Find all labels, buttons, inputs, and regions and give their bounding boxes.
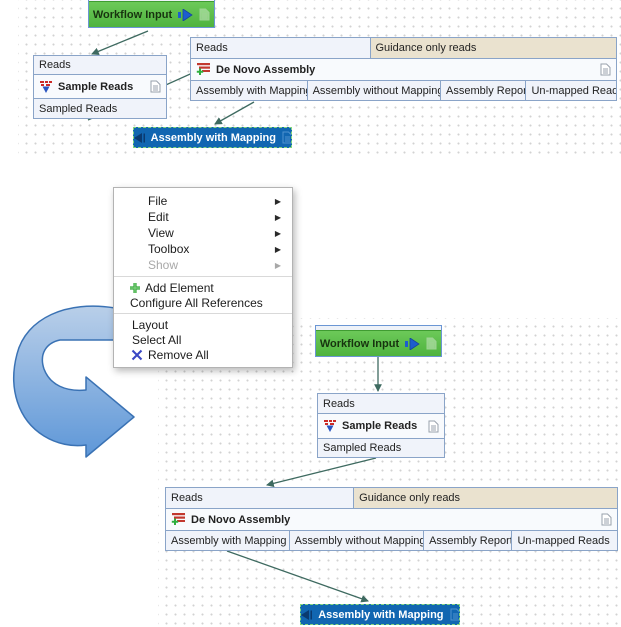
input-port-strip bbox=[89, 0, 214, 1]
document-icon bbox=[428, 420, 439, 432]
de-novo-assembly-node-top[interactable]: Reads Guidance only reads De Novo Assemb… bbox=[190, 37, 617, 101]
input-port-reads[interactable]: Reads bbox=[171, 492, 203, 504]
output-port-assembly-report[interactable]: Assembly Report bbox=[440, 81, 525, 100]
input-port-strip bbox=[316, 326, 441, 330]
input-port-reads[interactable]: Reads bbox=[196, 42, 228, 54]
input-port-guidance-only-reads[interactable]: Guidance only reads bbox=[369, 38, 616, 58]
menu-item-remove-all[interactable]: Remove All bbox=[114, 347, 292, 362]
de-novo-assembly-label: De Novo Assembly bbox=[191, 513, 291, 526]
menu-separator bbox=[114, 313, 292, 314]
document-icon bbox=[450, 608, 459, 621]
sample-reads-title-row[interactable]: Sample Reads bbox=[34, 74, 166, 98]
submenu-arrow-icon: ▶ bbox=[274, 196, 281, 206]
workflow-input-node-bottom[interactable]: Workflow Input bbox=[315, 325, 442, 357]
de-novo-assembly-icon bbox=[196, 63, 210, 75]
de-novo-assembly-icon bbox=[171, 513, 185, 525]
menu-item-select-all[interactable]: Select All bbox=[132, 332, 182, 347]
menu-item-add-element[interactable]: Add Element bbox=[114, 280, 292, 295]
plus-icon bbox=[130, 282, 140, 293]
menu-item-show[interactable]: Show ▶ bbox=[148, 258, 281, 272]
menu-item-edit[interactable]: Edit ▶ bbox=[148, 210, 281, 224]
context-menu: File ▶ Edit ▶ View ▶ Toolbox ▶ Show ▶ Ad… bbox=[113, 187, 293, 368]
submenu-arrow-icon: ▶ bbox=[274, 228, 281, 238]
output-port-assembly-without-mapping[interactable]: Assembly without Mapping bbox=[288, 531, 423, 550]
de-novo-assembly-title-row[interactable]: De Novo Assembly bbox=[166, 508, 617, 530]
sample-reads-icon bbox=[40, 80, 52, 93]
output-element-assembly-with-mapping-bottom[interactable]: Assembly with Mapping bbox=[300, 604, 460, 625]
menu-item-layout[interactable]: Layout bbox=[132, 317, 169, 332]
document-icon bbox=[282, 131, 291, 144]
output-port-assembly-with-mapping[interactable]: Assembly with Mapping bbox=[196, 84, 307, 97]
output-port-assembly-with-mapping[interactable]: Assembly with Mapping bbox=[171, 534, 287, 547]
submenu-arrow-icon: ▶ bbox=[274, 212, 281, 222]
output-arrow-icon bbox=[134, 132, 145, 143]
workflow-input-label: Workflow Input bbox=[319, 337, 400, 350]
submenu-arrow-icon: ▶ bbox=[274, 244, 281, 254]
output-port-assembly-report[interactable]: Assembly Report bbox=[423, 531, 511, 550]
menu-item-view[interactable]: View ▶ bbox=[148, 226, 281, 240]
document-icon bbox=[600, 63, 611, 76]
sample-reads-icon bbox=[324, 420, 336, 432]
document-icon bbox=[426, 337, 437, 350]
workflow-input-arrow-icon bbox=[405, 337, 420, 350]
output-element-assembly-with-mapping-top[interactable]: Assembly with Mapping bbox=[133, 127, 292, 148]
menu-item-file[interactable]: File ▶ bbox=[148, 194, 281, 208]
menu-item-configure-all-references[interactable]: Configure All References bbox=[130, 295, 263, 310]
de-novo-assembly-label: De Novo Assembly bbox=[216, 63, 316, 76]
output-port-un-mapped-reads[interactable]: Un-mapped Reads bbox=[511, 531, 617, 550]
workflow-input-arrow-icon bbox=[178, 8, 193, 21]
menu-separator bbox=[114, 276, 292, 277]
output-arrow-icon bbox=[301, 609, 313, 620]
workflow-input-node-top[interactable]: Workflow Input bbox=[88, 0, 215, 28]
submenu-arrow-icon: ▶ bbox=[274, 260, 281, 270]
remove-x-icon bbox=[131, 349, 143, 360]
input-port-guidance-only-reads[interactable]: Guidance only reads bbox=[353, 488, 617, 508]
menu-item-toolbox[interactable]: Toolbox ▶ bbox=[148, 242, 281, 256]
input-port-reads[interactable]: Reads bbox=[34, 56, 166, 74]
sample-reads-node-bottom[interactable]: Reads Sample Reads Sampled Reads bbox=[317, 393, 445, 458]
sample-reads-title-row[interactable]: Sample Reads bbox=[318, 413, 444, 438]
sample-reads-label: Sample Reads bbox=[342, 420, 418, 432]
de-novo-assembly-title-row[interactable]: De Novo Assembly bbox=[191, 58, 616, 80]
input-port-reads[interactable]: Reads bbox=[318, 394, 444, 413]
document-icon bbox=[150, 80, 161, 93]
output-port-sampled-reads[interactable]: Sampled Reads bbox=[318, 438, 444, 457]
workflow-input-label: Workflow Input bbox=[92, 8, 173, 21]
output-port-sampled-reads[interactable]: Sampled Reads bbox=[34, 98, 166, 118]
sample-reads-node-top[interactable]: Reads Sample Reads Sampled Reads bbox=[33, 55, 167, 119]
document-icon bbox=[601, 513, 612, 526]
output-port-assembly-without-mapping[interactable]: Assembly without Mapping bbox=[306, 81, 440, 100]
de-novo-assembly-node-bottom[interactable]: Reads Guidance only reads De Novo Assemb… bbox=[165, 487, 618, 551]
sample-reads-label: Sample Reads bbox=[58, 80, 134, 93]
document-icon bbox=[199, 8, 210, 21]
output-port-un-mapped-reads[interactable]: Un-mapped Reads bbox=[525, 81, 616, 100]
